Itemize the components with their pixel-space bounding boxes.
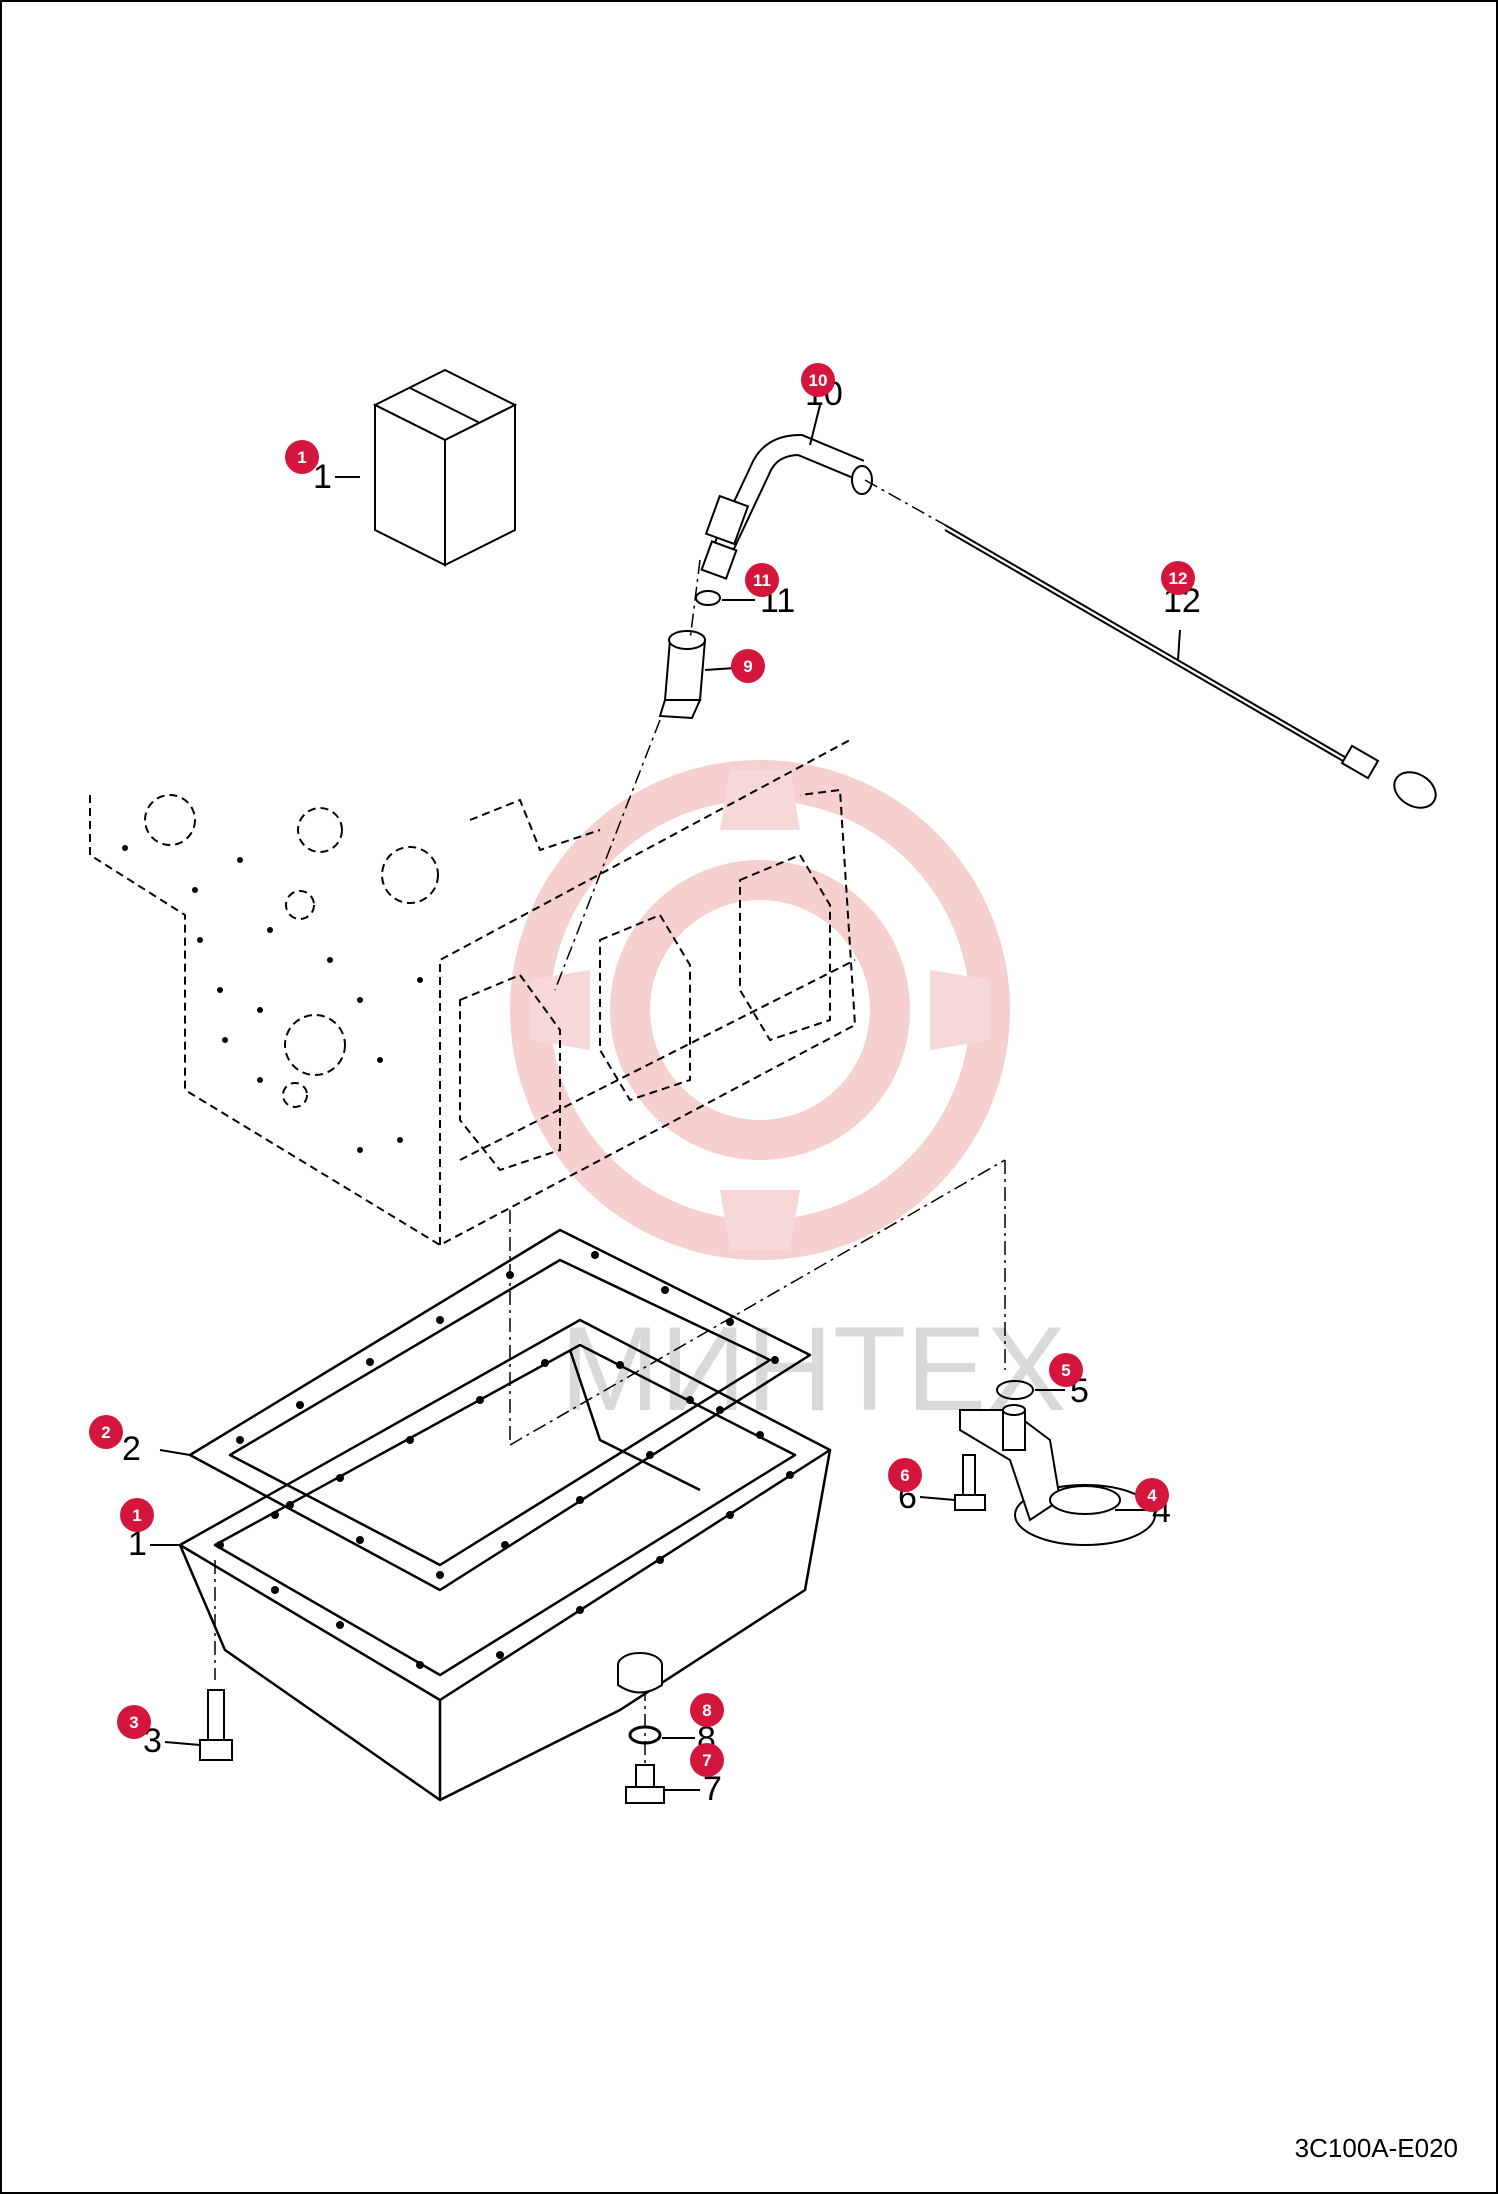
callout-badge[interactable]: 10: [801, 363, 835, 397]
watermark-gear-logo: [510, 760, 1010, 1260]
callout-badge[interactable]: 8: [690, 1693, 724, 1727]
svg-text:5: 5: [1061, 1361, 1070, 1380]
part-drain-plug: [625, 1764, 665, 1804]
svg-text:9: 9: [743, 657, 752, 676]
callout-badge[interactable]: 11: [745, 563, 779, 597]
svg-text:12: 12: [1169, 569, 1188, 588]
part-dipstick: [944, 524, 1437, 809]
oil-pan-bolt-holes: [216, 1359, 794, 1669]
leader-dipstick: [1177, 629, 1181, 661]
part-oil-strainer: [959, 1404, 1156, 1546]
part-drain-gasket: [628, 1725, 662, 1745]
svg-text:3: 3: [129, 1713, 138, 1732]
part-oil-pan-gasket: [188, 1228, 812, 1592]
svg-text:2: 2: [101, 1423, 110, 1442]
leader-gasket: [159, 1449, 191, 1456]
callout-badge[interactable]: 3: [117, 1705, 151, 1739]
part-strainer-o-ring: [996, 1380, 1034, 1400]
leader-adapter: [704, 667, 736, 671]
svg-text:6: 6: [900, 1466, 909, 1485]
part-number-kit: 1: [313, 458, 332, 496]
oil-pan-drain-boss: [617, 1652, 663, 1694]
leader-tube: [809, 404, 821, 446]
svg-text:7: 7: [702, 1751, 711, 1770]
callout-badge[interactable]: 9: [731, 649, 765, 683]
part-number-oil-pan: 1: [128, 1525, 147, 1563]
svg-text:1: 1: [132, 1506, 141, 1525]
callout-badge[interactable]: 4: [1135, 1478, 1169, 1512]
engine-block-outline: [89, 739, 857, 1247]
part-tube-o-ring: [695, 590, 721, 606]
part-oil-pan: [178, 1318, 832, 1802]
callout-badges: 1 10 11 9 12 5 2 6: [89, 363, 1195, 1777]
callout-badge[interactable]: 1: [285, 440, 319, 474]
svg-text:10: 10: [809, 371, 828, 390]
svg-text:11: 11: [753, 571, 771, 590]
callout-badge[interactable]: 6: [888, 1458, 922, 1492]
part-kit-box: [372, 368, 518, 567]
part-pan-bolt: [199, 1689, 233, 1761]
assembly-center-lines: [214, 479, 1006, 1780]
svg-text:8: 8: [702, 1701, 711, 1720]
callout-badge[interactable]: 12: [1161, 561, 1195, 595]
svg-text:4: 4: [1147, 1486, 1157, 1505]
part-dipstick-guide-tube: [700, 433, 873, 580]
part-number-gasket: 2: [122, 1430, 141, 1468]
part-number-drain-plug: 7: [703, 1770, 722, 1808]
callout-badge[interactable]: 5: [1049, 1353, 1083, 1387]
callout-badge[interactable]: 7: [690, 1743, 724, 1777]
part-adapter: [658, 630, 707, 720]
document-code: 3C100A-E020: [1294, 2133, 1458, 2163]
callout-badge[interactable]: 2: [89, 1415, 123, 1449]
leader-pan-bolt: [164, 1741, 201, 1746]
callout-badge[interactable]: 1: [120, 1498, 154, 1532]
leader-strainer-bolt: [919, 1496, 956, 1501]
engine-block-holes: [122, 845, 423, 1153]
part-strainer-bolt: [954, 1454, 986, 1511]
svg-text:1: 1: [297, 448, 306, 467]
